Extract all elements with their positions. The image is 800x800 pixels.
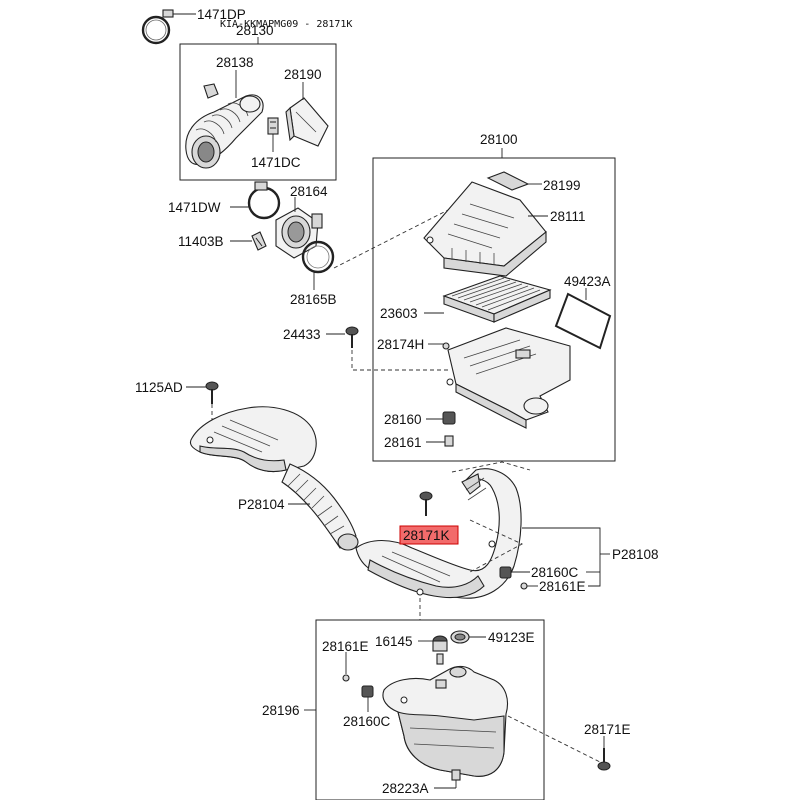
label-28196[interactable]: 28196 [262,703,300,718]
label-28100[interactable]: 28100 [480,132,518,147]
label-1125AD[interactable]: 1125AD [135,380,183,395]
bracket-P28108 [522,527,601,587]
label-28138[interactable]: 28138 [216,55,254,70]
connector-dash-2 [351,350,450,371]
label-28190[interactable]: 28190 [284,67,322,82]
label-28160C-upper[interactable]: 28160C [531,565,579,580]
cap-49123E [450,630,470,644]
label-plate-28199 [486,171,530,191]
label-23603[interactable]: 23603 [380,306,418,321]
label-P28108[interactable]: P28108 [612,547,659,562]
collar-28161 [444,435,454,447]
bolt-11403B [251,231,267,251]
connector-dash-5 [469,519,524,573]
highlight-28171K [399,525,459,545]
clip-1471DC [267,117,279,135]
bolt-28171K [419,491,433,516]
bolt-28171E [597,748,611,771]
label-28160[interactable]: 28160 [384,412,422,427]
label-16145[interactable]: 16145 [375,634,413,649]
label-28174H[interactable]: 28174H [377,337,424,352]
connector-dash-1 [333,209,449,269]
label-28171K[interactable]: 28171K [403,528,450,543]
label-1471DW[interactable]: 1471DW [168,200,221,215]
clamp-1471DW [247,181,281,220]
label-28161E-lower[interactable]: 28161E [322,639,369,654]
label-11403B[interactable]: 11403B [178,234,224,249]
sensor-28164 [275,207,323,259]
intake-duct-P28104 [189,406,359,551]
label-28165B[interactable]: 28165B [290,292,337,307]
label-28164[interactable]: 28164 [290,184,328,199]
gasket-28165B [301,240,335,274]
resonator-body [382,665,509,781]
resonator-28190 [285,97,329,147]
label-28199[interactable]: 28199 [543,178,581,193]
filter-23603 [442,275,552,323]
label-28130[interactable]: 28130 [236,23,274,38]
lower-body [446,327,571,429]
diagram-reference: KIA-KKMAPMG09 - 28171K [220,19,352,30]
seal-49423A [554,292,612,350]
label-49423A[interactable]: 49423A [564,274,611,289]
label-28161E-upper[interactable]: 28161E [539,579,586,594]
clamp-1471DP [141,9,174,45]
grommet-28160 [442,411,456,425]
label-P28104[interactable]: P28104 [238,497,285,512]
label-1471DC[interactable]: 1471DC [251,155,301,170]
grommet-28160C-upper [499,566,512,579]
bolt-1125AD [205,381,219,404]
collar-28161E-upper [520,582,528,590]
cap-16145 [432,635,448,665]
label-24433[interactable]: 24433 [283,327,321,342]
label-28111[interactable]: 28111 [550,209,586,224]
bolt-24433 [345,326,359,348]
label-49123E[interactable]: 49123E [488,630,535,645]
label-28161[interactable]: 28161 [384,435,422,450]
collar-28161E-lower [342,674,350,682]
connector-dash-4 [451,461,531,473]
label-28171E[interactable]: 28171E [584,722,631,737]
label-1471DP[interactable]: 1471DP [197,7,246,22]
grommet-28160C-lower [361,685,374,698]
hose-28138 [185,83,264,169]
group-box-28100 [372,157,616,462]
label-28223A[interactable]: 28223A [382,781,429,796]
connector-dash-7 [507,715,601,763]
label-28160C-lower[interactable]: 28160C [343,714,391,729]
upper-cover-28111 [423,181,547,277]
resonator-duct-P28108 [355,468,522,599]
clip-28174H [442,342,450,350]
